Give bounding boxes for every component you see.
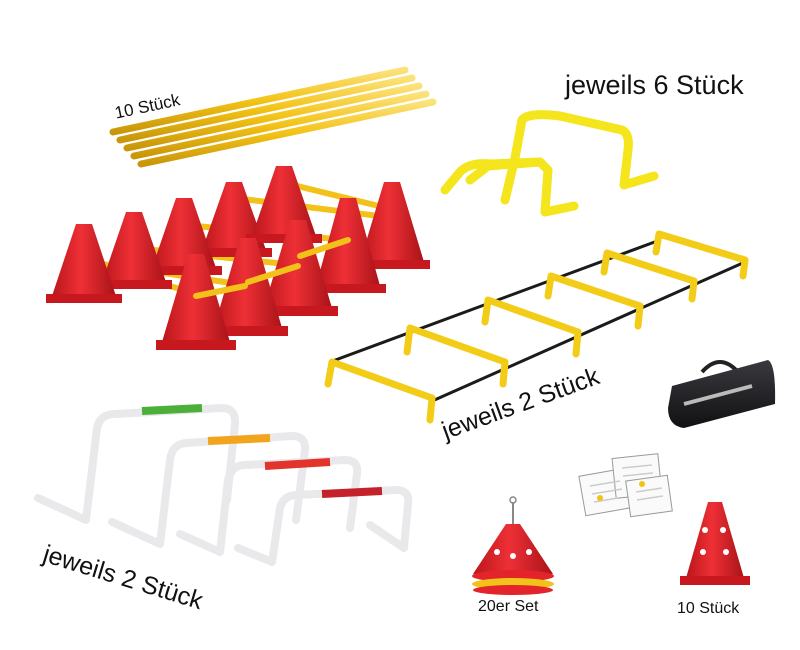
- pole: [123, 82, 423, 152]
- yellow-hurdles-quantity-label: jeweils 6 Stück: [565, 70, 744, 100]
- mini-hurdle: [500, 153, 520, 205]
- yellow-poles: [109, 66, 437, 168]
- cone-bar: [193, 283, 248, 299]
- hurdle-band-red: [264, 458, 331, 470]
- yellow-hurdles: [440, 110, 659, 217]
- cone-base: [208, 326, 288, 336]
- cone-bar: [245, 263, 301, 285]
- disc-cones: [472, 496, 554, 595]
- white-hurdles: [34, 404, 413, 566]
- cone-hurdle-set: [46, 166, 430, 350]
- cone: [686, 502, 744, 578]
- bag-stripe: [683, 384, 753, 406]
- cone: [152, 198, 216, 268]
- cone-base: [258, 306, 338, 316]
- hurdle-band-orange: [207, 434, 271, 445]
- pole: [109, 66, 409, 136]
- cone-base: [46, 294, 122, 303]
- pole: [137, 98, 437, 168]
- carry-bag: [668, 360, 776, 428]
- training-cards: [578, 453, 673, 518]
- ladder-rung: [544, 272, 644, 330]
- single-cone: [680, 502, 750, 585]
- cone: [102, 212, 166, 282]
- agility-ladder: [324, 230, 749, 424]
- pole: [116, 74, 416, 144]
- cone-base: [310, 284, 386, 293]
- mini-hurdle: [465, 157, 545, 185]
- white-hurdle: [108, 432, 310, 548]
- mini-hurdle: [510, 110, 659, 190]
- ladder-rung: [324, 358, 436, 424]
- pole: [130, 90, 430, 160]
- white-hurdle: [234, 486, 413, 566]
- disc-cones-set-label: 20er Set: [478, 598, 539, 615]
- cone-base: [354, 260, 430, 269]
- ladder-rung: [403, 324, 509, 388]
- ladder-rung: [600, 249, 698, 303]
- cone: [360, 182, 424, 262]
- white-hurdle: [34, 404, 240, 524]
- white-hurdle: [176, 456, 362, 556]
- cone: [252, 166, 316, 236]
- cone-base: [156, 340, 236, 350]
- cone-base: [246, 234, 322, 243]
- disc-cone-stack: [473, 524, 553, 574]
- hurdle-band-green: [141, 404, 203, 415]
- ladder-rung: [652, 230, 749, 280]
- cone-base: [96, 280, 172, 289]
- mini-hurdle: [440, 157, 579, 217]
- cone: [52, 224, 116, 296]
- hurdle-band-darkred: [321, 487, 383, 498]
- cone-base: [680, 576, 750, 585]
- single-cone-quantity-label: 10 Stück: [677, 600, 740, 617]
- cone-bar: [297, 237, 351, 259]
- ladder-rung: [481, 296, 582, 358]
- cone-base: [196, 248, 272, 257]
- cone: [202, 182, 266, 250]
